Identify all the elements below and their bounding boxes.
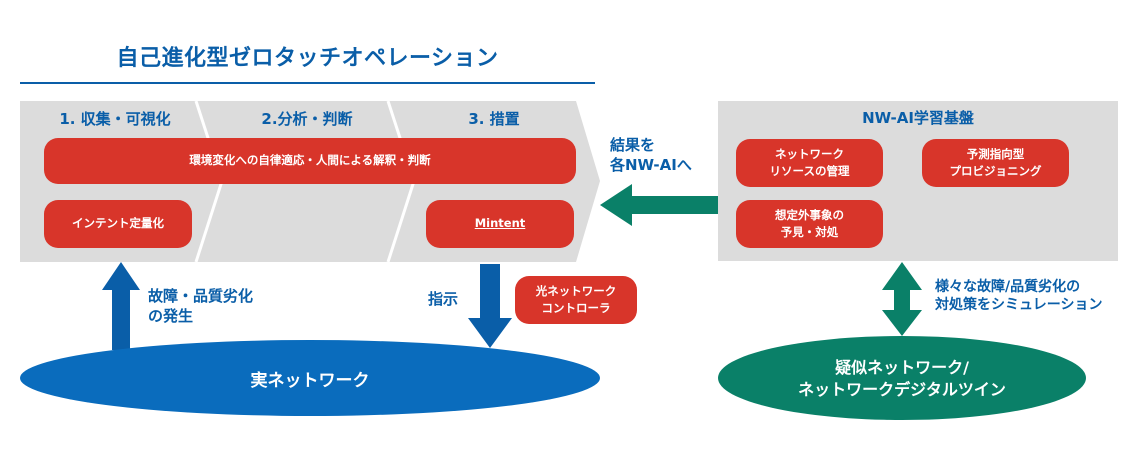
fault-occurrence-line1: 故障・品質劣化 [148,287,254,305]
instruction-label: 指示 [428,290,459,308]
unexpected-event-line1: 想定外事象の [775,207,844,222]
simulation-label: 様々な故障/品質劣化の 対処策をシミュレーション [935,278,1102,314]
unexpected-event-box: 想定外事象の 予見・対処 [736,200,883,248]
digital-twin-line2: ネットワークデジタルツイン [798,380,1006,399]
predictive-provisioning-line2: プロビジョニング [949,164,1042,178]
unexpected-event-line2: 予見・対処 [780,225,839,239]
intent-quantification-box: インテント定量化 [44,200,192,248]
fault-arrow [102,262,140,350]
resource-management-box: ネットワーク リソースの管理 [736,139,883,187]
optical-controller-line1: 光ネットワーク [535,283,617,298]
autonomous-adaptation-label: 環境変化への自律適応・人間による解釈・判断 [189,153,431,168]
predictive-provisioning-box: 予測指向型 プロビジョニング [922,139,1069,187]
mintent-label: Mintent [474,216,526,231]
phase-action: 3. 措置 [468,110,520,128]
result-arrow [600,184,718,226]
real-network-ellipse [20,340,600,416]
simulation-line2: 対処策をシミュレーション [935,297,1103,314]
result-feedback-label: 結果を 各NW-AIへ [610,136,692,175]
resource-management-line2: リソースの管理 [769,164,850,178]
resource-management-line1: ネットワーク [775,146,844,161]
fault-occurrence-label: 故障・品質劣化 の発生 [148,287,253,326]
result-feedback-line1: 結果を [610,136,656,154]
phase-analyze: 2.分析・判断 [261,110,353,128]
result-feedback-line2: 各NW-AIへ [610,155,692,174]
real-network-label: 実ネットワーク [250,370,370,391]
phase-collect: 1. 収集・可視化 [59,110,171,128]
instruction-arrow [468,264,512,348]
fault-occurrence-line2: の発生 [148,306,194,325]
nw-ai-title: NW-AI学習基盤 [862,109,974,127]
mintent-box: Mintent [426,200,574,248]
predictive-provisioning-line1: 予測指向型 [966,146,1025,161]
digital-twin-line1: 疑似ネットワーク/ [835,358,969,378]
digital-twin-label: 疑似ネットワーク/ ネットワークデジタルツイン [718,350,1086,408]
title-underline [20,82,595,84]
page-title: 自己進化型ゼロタッチオペレーション [116,46,499,71]
autonomous-adaptation-box: 環境変化への自律適応・人間による解釈・判断 [44,138,576,184]
simulation-arrow [882,262,922,336]
intent-quantification-label: インテント定量化 [72,216,164,231]
digital-twin-ellipse [718,336,1086,420]
optical-controller-box: 光ネットワーク コントローラ [515,276,637,324]
simulation-line1: 様々な故障/品質劣化の [935,279,1081,295]
optical-controller-line2: コントローラ [541,301,611,315]
